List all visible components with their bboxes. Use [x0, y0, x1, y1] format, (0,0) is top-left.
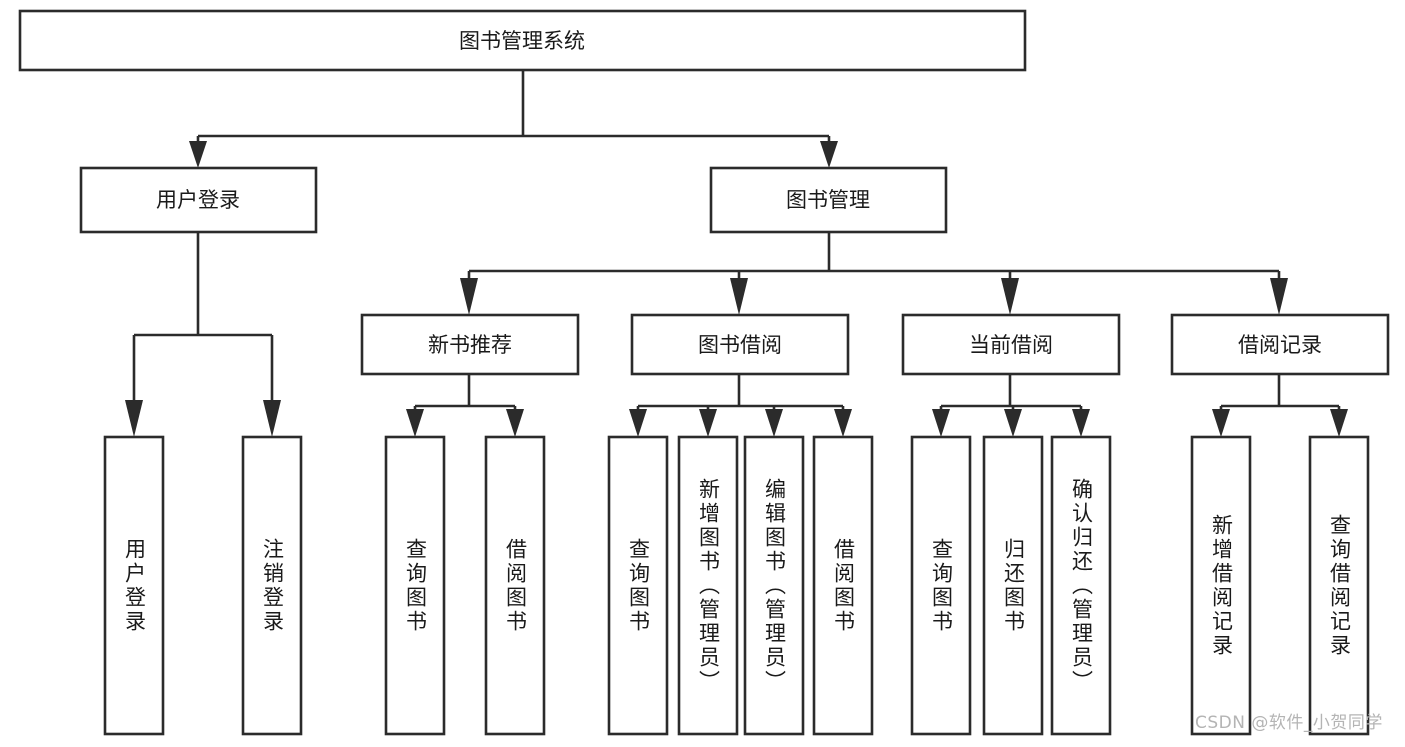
- node-root[interactable]: 图书管理系统: [18, 9, 1027, 72]
- arrow-head-leaf-query-record: [1330, 409, 1348, 437]
- node-borrow-record-box[interactable]: [1170, 313, 1390, 376]
- arrow-head-leaf-borrow-book-2: [834, 409, 852, 437]
- node-book-manage-label: 图书管理: [786, 188, 870, 212]
- arrow-head-leaf-user-login: [125, 400, 143, 437]
- connector-borrowrecord-to-leaves: [1212, 374, 1348, 437]
- leaf-logout-box[interactable]: [241, 435, 303, 736]
- arrow-head-leaf-logout: [263, 400, 281, 437]
- arrow-head-new-book-rec: [460, 278, 478, 315]
- arrow-head-leaf-query-book-3: [932, 409, 950, 437]
- arrow-head-borrow-record: [1270, 278, 1288, 315]
- arrow-head-book-borrow: [730, 278, 748, 315]
- arrow-head-leaf-edit-book: [765, 409, 783, 437]
- leaf-edit-book-box[interactable]: [743, 435, 805, 736]
- arrow-head-leaf-query-book-2: [629, 409, 647, 437]
- node-borrow-record[interactable]: 借阅记录: [1170, 313, 1390, 376]
- node-book-manage[interactable]: 图书管理: [709, 166, 948, 234]
- arrow-head-leaf-borrow-book-1: [506, 409, 524, 437]
- connector-bookborrow-to-leaves: [629, 374, 852, 437]
- node-new-book-rec-label: 新书推荐: [428, 333, 512, 357]
- leaf-borrow-book-1-box[interactable]: [484, 435, 546, 736]
- node-book-borrow[interactable]: 图书借阅: [630, 313, 850, 376]
- arrow-head-current-borrow: [1001, 278, 1019, 315]
- connector-userlogin-to-leaves: [125, 232, 281, 437]
- node-user-login-label: 用户登录: [156, 188, 240, 212]
- node-current-borrow[interactable]: 当前借阅: [901, 313, 1121, 376]
- arrow-head-leaf-confirm-return: [1072, 409, 1090, 437]
- connector-bookmanage-to-level3: [460, 232, 1288, 315]
- connector-currentborrow-to-leaves: [932, 374, 1090, 437]
- leaf-query-book-3-box[interactable]: [910, 435, 972, 736]
- node-new-book-rec[interactable]: 新书推荐: [360, 313, 580, 376]
- node-root-label: 图书管理系统: [459, 29, 585, 53]
- node-book-manage-box[interactable]: [709, 166, 948, 234]
- node-current-borrow-box[interactable]: [901, 313, 1121, 376]
- leaf-query-book-2-box[interactable]: [607, 435, 669, 736]
- node-book-borrow-box[interactable]: [630, 313, 850, 376]
- leaf-query-book-1-box[interactable]: [384, 435, 446, 736]
- leaf-add-record-box[interactable]: [1190, 435, 1252, 736]
- node-user-login[interactable]: 用户登录: [79, 166, 318, 234]
- node-new-book-rec-box[interactable]: [360, 313, 580, 376]
- leaf-user-login-box[interactable]: [103, 435, 165, 736]
- arrow-head-leaf-add-record: [1212, 409, 1230, 437]
- leaf-add-book-box[interactable]: [677, 435, 739, 736]
- leaf-boxes-group: [103, 435, 1370, 736]
- arrow-head-leaf-add-book: [699, 409, 717, 437]
- arrow-head-book-manage: [820, 141, 838, 168]
- arrow-head-leaf-return-book: [1004, 409, 1022, 437]
- node-current-borrow-label: 当前借阅: [969, 333, 1053, 357]
- node-borrow-record-label: 借阅记录: [1238, 333, 1322, 357]
- leaf-borrow-book-2-box[interactable]: [812, 435, 874, 736]
- connector-newbookrec-to-leaves: [406, 374, 524, 437]
- arrow-head-leaf-query-book-1: [406, 409, 424, 437]
- node-book-borrow-label: 图书借阅: [698, 333, 782, 357]
- leaf-confirm-return-box[interactable]: [1050, 435, 1112, 736]
- leaf-query-record-box[interactable]: [1308, 435, 1370, 736]
- leaf-return-book-box[interactable]: [982, 435, 1044, 736]
- node-root-box[interactable]: [18, 9, 1027, 72]
- connector-root-to-level2: [189, 70, 838, 168]
- node-user-login-box[interactable]: [79, 166, 318, 234]
- arrow-head-user-login: [189, 141, 207, 168]
- csdn-watermark: CSDN @软件_小贺同学: [1195, 713, 1383, 733]
